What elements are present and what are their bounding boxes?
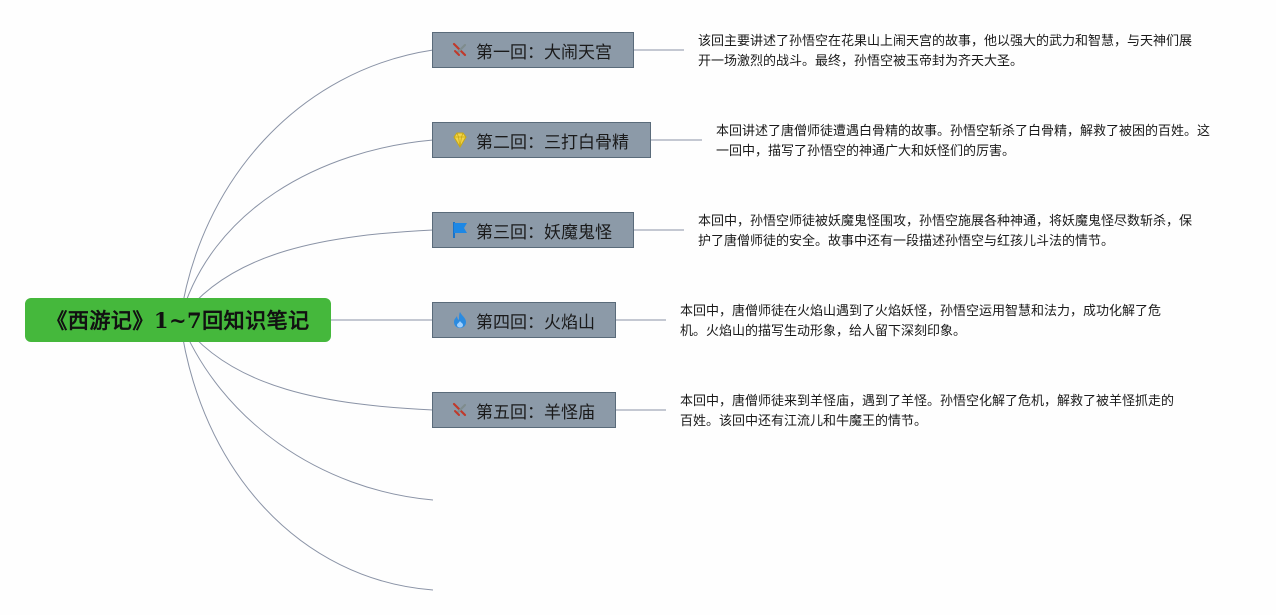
topic-chapter-1[interactable]: 第一回：大闹天宫 [432,32,634,68]
note-chapter-2: 本回讲述了唐僧师徒遭遇白骨精的故事。孙悟空斩杀了白骨精，解救了被困的百姓。这一回… [716,124,1211,159]
branch-line-5 [179,319,434,411]
branch-line-6-empty [179,319,434,501]
topic-chapter-4[interactable]: 第四回：火焰山 [432,302,616,338]
topic-chapter-3[interactable]: 第三回：妖魔鬼怪 [432,212,634,248]
note-chapter-1: 该回主要讲述了孙悟空在花果山上闹天宫的故事，他以强大的武力和智慧，与天神们展开一… [698,34,1193,69]
branch-line-3 [179,229,434,321]
note-chapter-3: 本回中，孙悟空师徒被妖魔鬼怪围攻，孙悟空施展各种神通，将妖魔鬼怪尽数斩杀，保护了… [698,214,1193,249]
topic-label: 第二回：三打白骨精 [476,132,629,153]
branch-line-2 [179,139,434,321]
central-topic-label: 《西游记》1~7回知识笔记 [46,308,310,333]
branch-line-1 [179,49,434,321]
topic-label: 第三回：妖魔鬼怪 [476,222,612,243]
topic-chapter-5[interactable]: 第五回：羊怪庙 [432,392,616,428]
diamond-icon [450,130,470,150]
swords-icon [450,400,470,420]
topic-label: 第一回：大闹天宫 [476,42,612,63]
topic-label: 第四回：火焰山 [476,312,595,333]
central-topic[interactable]: 《西游记》1~7回知识笔记 [25,298,331,342]
swords-icon [450,40,470,60]
flag-icon [450,220,470,240]
note-chapter-4: 本回中，唐僧师徒在火焰山遇到了火焰妖怪，孙悟空运用智慧和法力，成功化解了危机。火… [680,304,1162,339]
branch-line-7-empty [179,319,434,591]
topic-label: 第五回：羊怪庙 [476,402,595,423]
flame-icon [450,310,470,330]
note-chapter-5: 本回中，唐僧师徒来到羊怪庙，遇到了羊怪。孙悟空化解了危机，解救了被羊怪抓走的百姓… [680,394,1175,429]
topic-chapter-2[interactable]: 第二回：三打白骨精 [432,122,651,158]
